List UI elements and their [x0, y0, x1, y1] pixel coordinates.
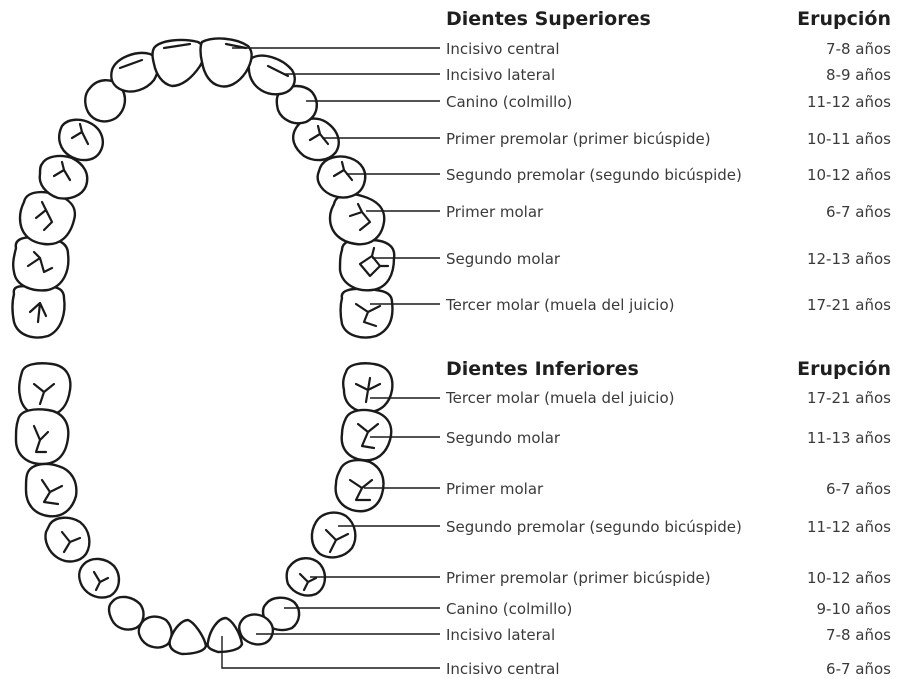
- lower-tooth-name: Primer molar: [446, 480, 543, 498]
- lower-tooth-name: Primer premolar (primer bicúspide): [446, 569, 711, 587]
- lower-tooth-age: 10-12 años: [807, 569, 891, 587]
- upper-tooth-name: Primer premolar (primer bicúspide): [446, 130, 711, 148]
- lower-left-canine: [109, 597, 143, 630]
- upper-tooth-age: 11-12 años: [807, 93, 891, 111]
- upper-tooth-name: Segundo premolar (segundo bicúspide): [446, 166, 742, 184]
- lower-eruption-heading: Erupción: [797, 358, 891, 380]
- lower-left-second-premolar: [46, 518, 90, 562]
- upper-right-lateral-incisor: [249, 56, 295, 95]
- upper-eruption-heading: Erupción: [797, 8, 891, 30]
- upper-tooth-name: Tercer molar (muela del juicio): [446, 296, 674, 314]
- upper-teeth-heading: Dientes Superiores: [446, 8, 651, 30]
- lower-tooth-name: Segundo premolar (segundo bicúspide): [446, 518, 742, 536]
- lower-tooth-age: 11-13 años: [807, 429, 891, 447]
- upper-tooth-name: Primer molar: [446, 203, 543, 221]
- lower-right-lateral-incisor: [239, 615, 273, 645]
- lower-arch: [16, 363, 392, 654]
- lower-tooth-age: 17-21 años: [807, 389, 891, 407]
- upper-tooth-age: 10-12 años: [807, 166, 891, 184]
- upper-right-second-molar: [340, 239, 394, 290]
- upper-right-third-molar: [341, 289, 393, 338]
- upper-tooth-name: Incisivo lateral: [446, 66, 555, 84]
- upper-tooth-age: 10-11 años: [807, 130, 891, 148]
- upper-right-central-incisor: [201, 39, 252, 87]
- upper-tooth-age: 7-8 años: [826, 40, 891, 58]
- upper-tooth-name: Canino (colmillo): [446, 93, 572, 111]
- lower-tooth-age: 6-7 años: [826, 660, 891, 678]
- upper-right-first-premolar: [293, 119, 339, 160]
- upper-arch: [13, 39, 395, 338]
- upper-left-third-molar: [13, 286, 65, 337]
- lower-tooth-name: Canino (colmillo): [446, 600, 572, 618]
- lower-right-second-molar: [342, 410, 392, 460]
- upper-tooth-age: 17-21 años: [807, 296, 891, 314]
- upper-right-first-molar: [330, 194, 384, 244]
- upper-left-second-premolar: [40, 156, 88, 199]
- lower-tooth-name: Incisivo central: [446, 660, 560, 678]
- lower-left-third-molar: [19, 363, 70, 416]
- upper-left-second-molar: [13, 237, 68, 290]
- lower-right-second-premolar: [312, 513, 355, 558]
- upper-right-second-premolar: [318, 156, 366, 197]
- upper-tooth-age: 12-13 años: [807, 250, 891, 268]
- lower-right-central-incisor: [208, 618, 242, 652]
- upper-tooth-age: 6-7 años: [826, 203, 891, 221]
- lower-left-first-premolar: [79, 559, 119, 598]
- lower-teeth-heading: Dientes Inferiores: [446, 358, 639, 380]
- lower-right-first-molar: [336, 460, 384, 511]
- upper-left-central-incisor: [153, 40, 205, 86]
- lower-tooth-name: Tercer molar (muela del juicio): [446, 389, 674, 407]
- lower-left-central-incisor: [170, 620, 206, 654]
- lower-left-first-molar: [26, 464, 76, 516]
- upper-tooth-name: Incisivo central: [446, 40, 560, 58]
- upper-left-first-molar: [20, 192, 75, 244]
- lower-right-third-molar: [343, 363, 392, 412]
- lower-tooth-age: 6-7 años: [826, 480, 891, 498]
- lower-tooth-age: 11-12 años: [807, 518, 891, 536]
- lower-tooth-name: Incisivo lateral: [446, 626, 555, 644]
- lower-tooth-age: 9-10 años: [816, 600, 891, 618]
- upper-tooth-age: 8-9 años: [826, 66, 891, 84]
- lower-left-lateral-incisor: [139, 617, 172, 648]
- upper-tooth-name: Segundo molar: [446, 250, 560, 268]
- lower-tooth-age: 7-8 años: [826, 626, 891, 644]
- upper-left-first-premolar: [59, 120, 103, 160]
- lower-tooth-name: Segundo molar: [446, 429, 560, 447]
- lower-left-second-molar: [16, 409, 68, 464]
- upper-left-lateral-incisor: [111, 53, 158, 92]
